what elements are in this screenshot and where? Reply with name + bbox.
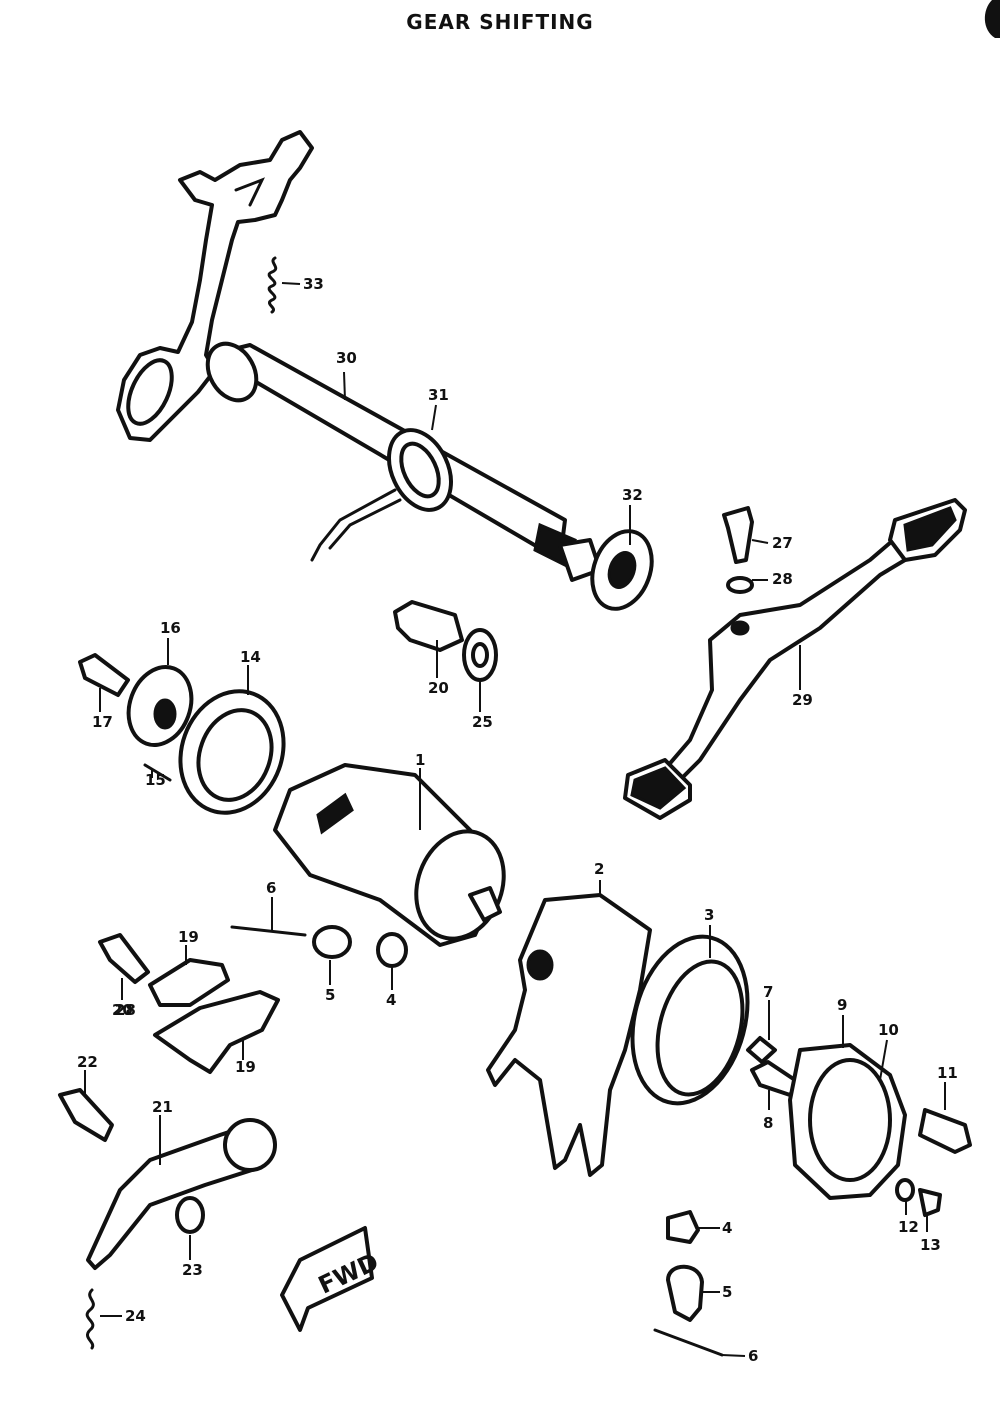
callout-17: 17 bbox=[92, 713, 113, 731]
pin-and-guides-lower bbox=[653, 1210, 724, 1357]
callout-3: 3 bbox=[704, 906, 714, 924]
callout-30: 30 bbox=[336, 349, 357, 367]
neutral-switch-part bbox=[393, 600, 498, 682]
callout-28-lower: 28 bbox=[115, 1001, 136, 1019]
callout-23: 23 bbox=[182, 1261, 203, 1279]
pin-and-guides-upper bbox=[230, 925, 408, 968]
gear-shift-cam-part bbox=[273, 763, 506, 947]
callout-21: 21 bbox=[152, 1098, 173, 1116]
callout-2: 2 bbox=[594, 860, 604, 878]
callout-6-lower: 6 bbox=[748, 1347, 758, 1365]
callout-14: 14 bbox=[240, 648, 261, 666]
callout-24: 24 bbox=[125, 1307, 146, 1325]
callout-20-bolt: 20 bbox=[112, 1001, 133, 1019]
cam-end-parts bbox=[78, 653, 286, 815]
callout-10: 10 bbox=[878, 1021, 899, 1039]
callout-4-upper: 4 bbox=[386, 991, 396, 1009]
gear-shift-pedal-part bbox=[623, 498, 967, 820]
callout-4-lower: 4 bbox=[722, 1219, 732, 1237]
page-edge-mark bbox=[984, 0, 1000, 38]
callout-8: 8 bbox=[763, 1114, 773, 1132]
spring-part bbox=[267, 256, 278, 314]
callout-11: 11 bbox=[937, 1064, 958, 1082]
stopper-plates-part bbox=[98, 933, 280, 1074]
callout-labels: 33 30 31 32 27 28 29 28 20 25 16 14 17 1… bbox=[77, 275, 958, 1365]
callout-5-lower: 5 bbox=[722, 1283, 732, 1301]
callout-28-upper: 28 bbox=[772, 570, 793, 588]
callout-9: 9 bbox=[837, 996, 847, 1014]
callout-32: 32 bbox=[622, 486, 643, 504]
callout-31: 31 bbox=[428, 386, 449, 404]
callout-5-upper: 5 bbox=[325, 986, 335, 1004]
callout-22: 22 bbox=[77, 1053, 98, 1071]
callout-19-upper: 19 bbox=[178, 928, 199, 946]
callout-7: 7 bbox=[763, 983, 773, 1001]
callout-25: 25 bbox=[472, 713, 493, 731]
callout-20-switch: 20 bbox=[428, 679, 449, 697]
callout-16: 16 bbox=[160, 619, 181, 637]
callout-13: 13 bbox=[920, 1236, 941, 1254]
fwd-arrow-icon: FWD bbox=[280, 1226, 383, 1332]
callout-27: 27 bbox=[772, 534, 793, 552]
callout-29: 29 bbox=[792, 691, 813, 709]
callout-6-upper: 6 bbox=[266, 879, 276, 897]
callout-1: 1 bbox=[415, 751, 425, 769]
callout-12: 12 bbox=[898, 1218, 919, 1236]
cam-guide-parts bbox=[746, 1036, 972, 1217]
callout-33: 33 bbox=[303, 275, 324, 293]
return-spring-part bbox=[310, 428, 453, 562]
oil-seal-part bbox=[590, 529, 654, 611]
callout-15: 15 bbox=[145, 771, 166, 789]
gear-shift-shaft-assembly bbox=[116, 130, 602, 582]
gear-shift-fork-and-housing bbox=[486, 893, 750, 1177]
shift-arm-lever-part bbox=[58, 1088, 277, 1350]
callout-19-lower: 19 bbox=[235, 1058, 256, 1076]
pedal-bolt-part bbox=[722, 506, 754, 594]
callout-leaders bbox=[84, 282, 946, 1357]
page-title: GEAR SHIFTING bbox=[406, 10, 594, 34]
